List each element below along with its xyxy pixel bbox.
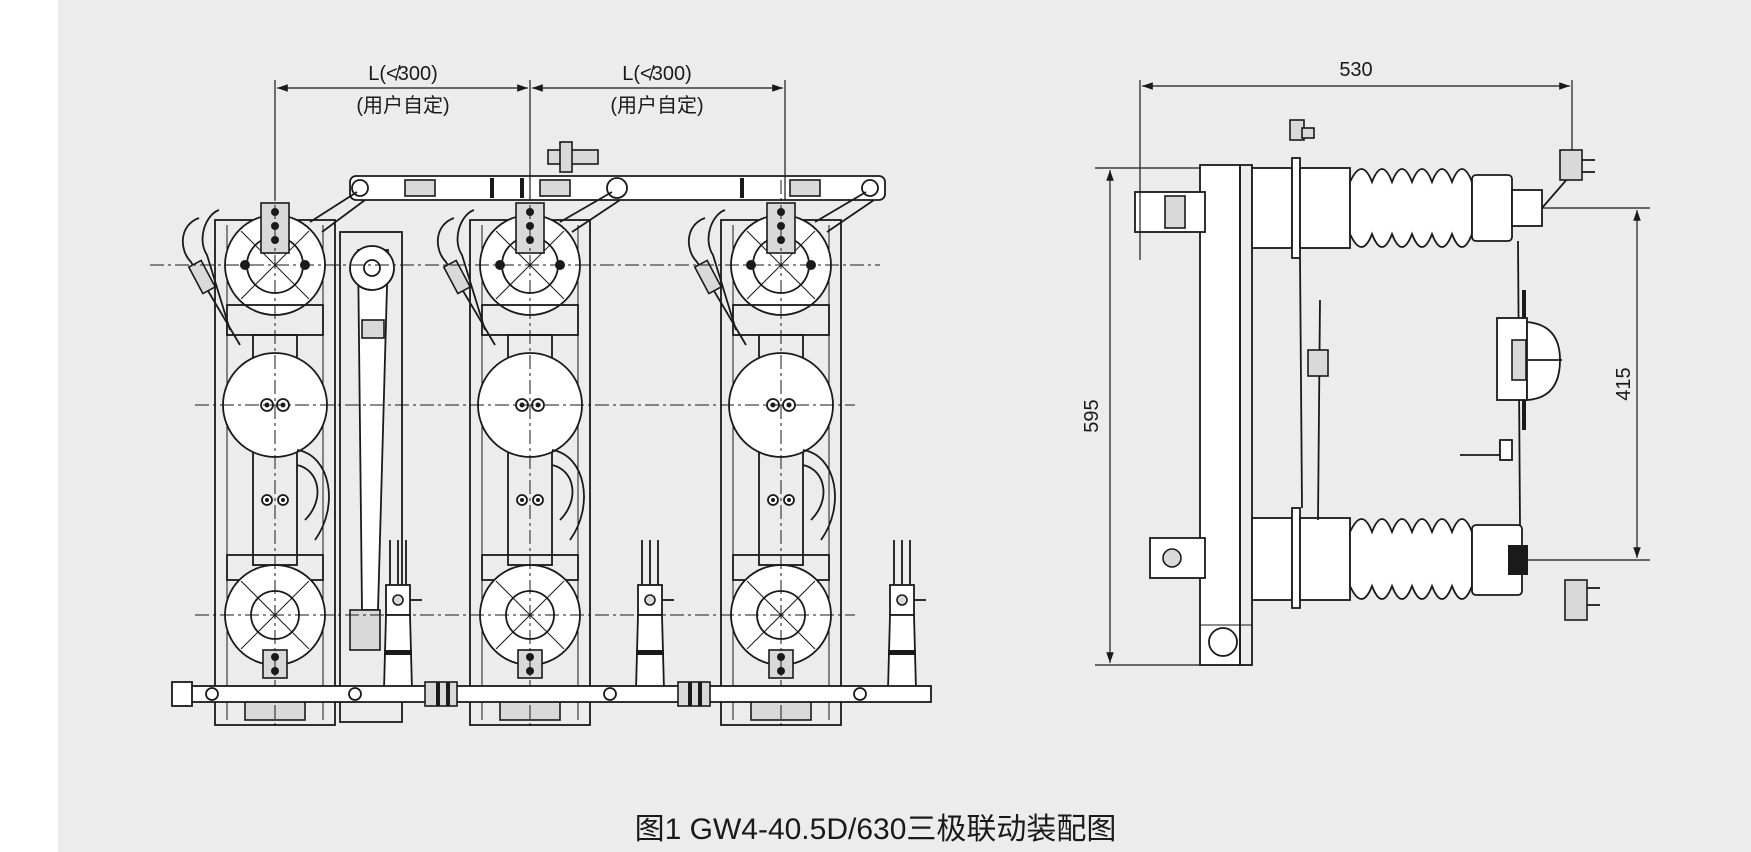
dim-height-total: 595 [1081, 399, 1103, 432]
front-view: L(≮300) (用户自定) L(≮300) (用户自定) [150, 63, 932, 731]
dim-spacing-1: L(≮300) [368, 63, 438, 85]
side-view: 530 595 415 [1081, 59, 1650, 666]
figure-caption: 图1 GW4-40.5D/630三极联动装配图 [634, 813, 1117, 846]
dim-spacing-1-note: (用户自定) [356, 94, 449, 117]
dim-width-side: 530 [1339, 59, 1372, 81]
dim-height-insulators: 415 [1613, 367, 1635, 400]
dim-spacing-2: L(≮300) [622, 63, 692, 85]
dim-spacing-2-note: (用户自定) [610, 94, 703, 117]
